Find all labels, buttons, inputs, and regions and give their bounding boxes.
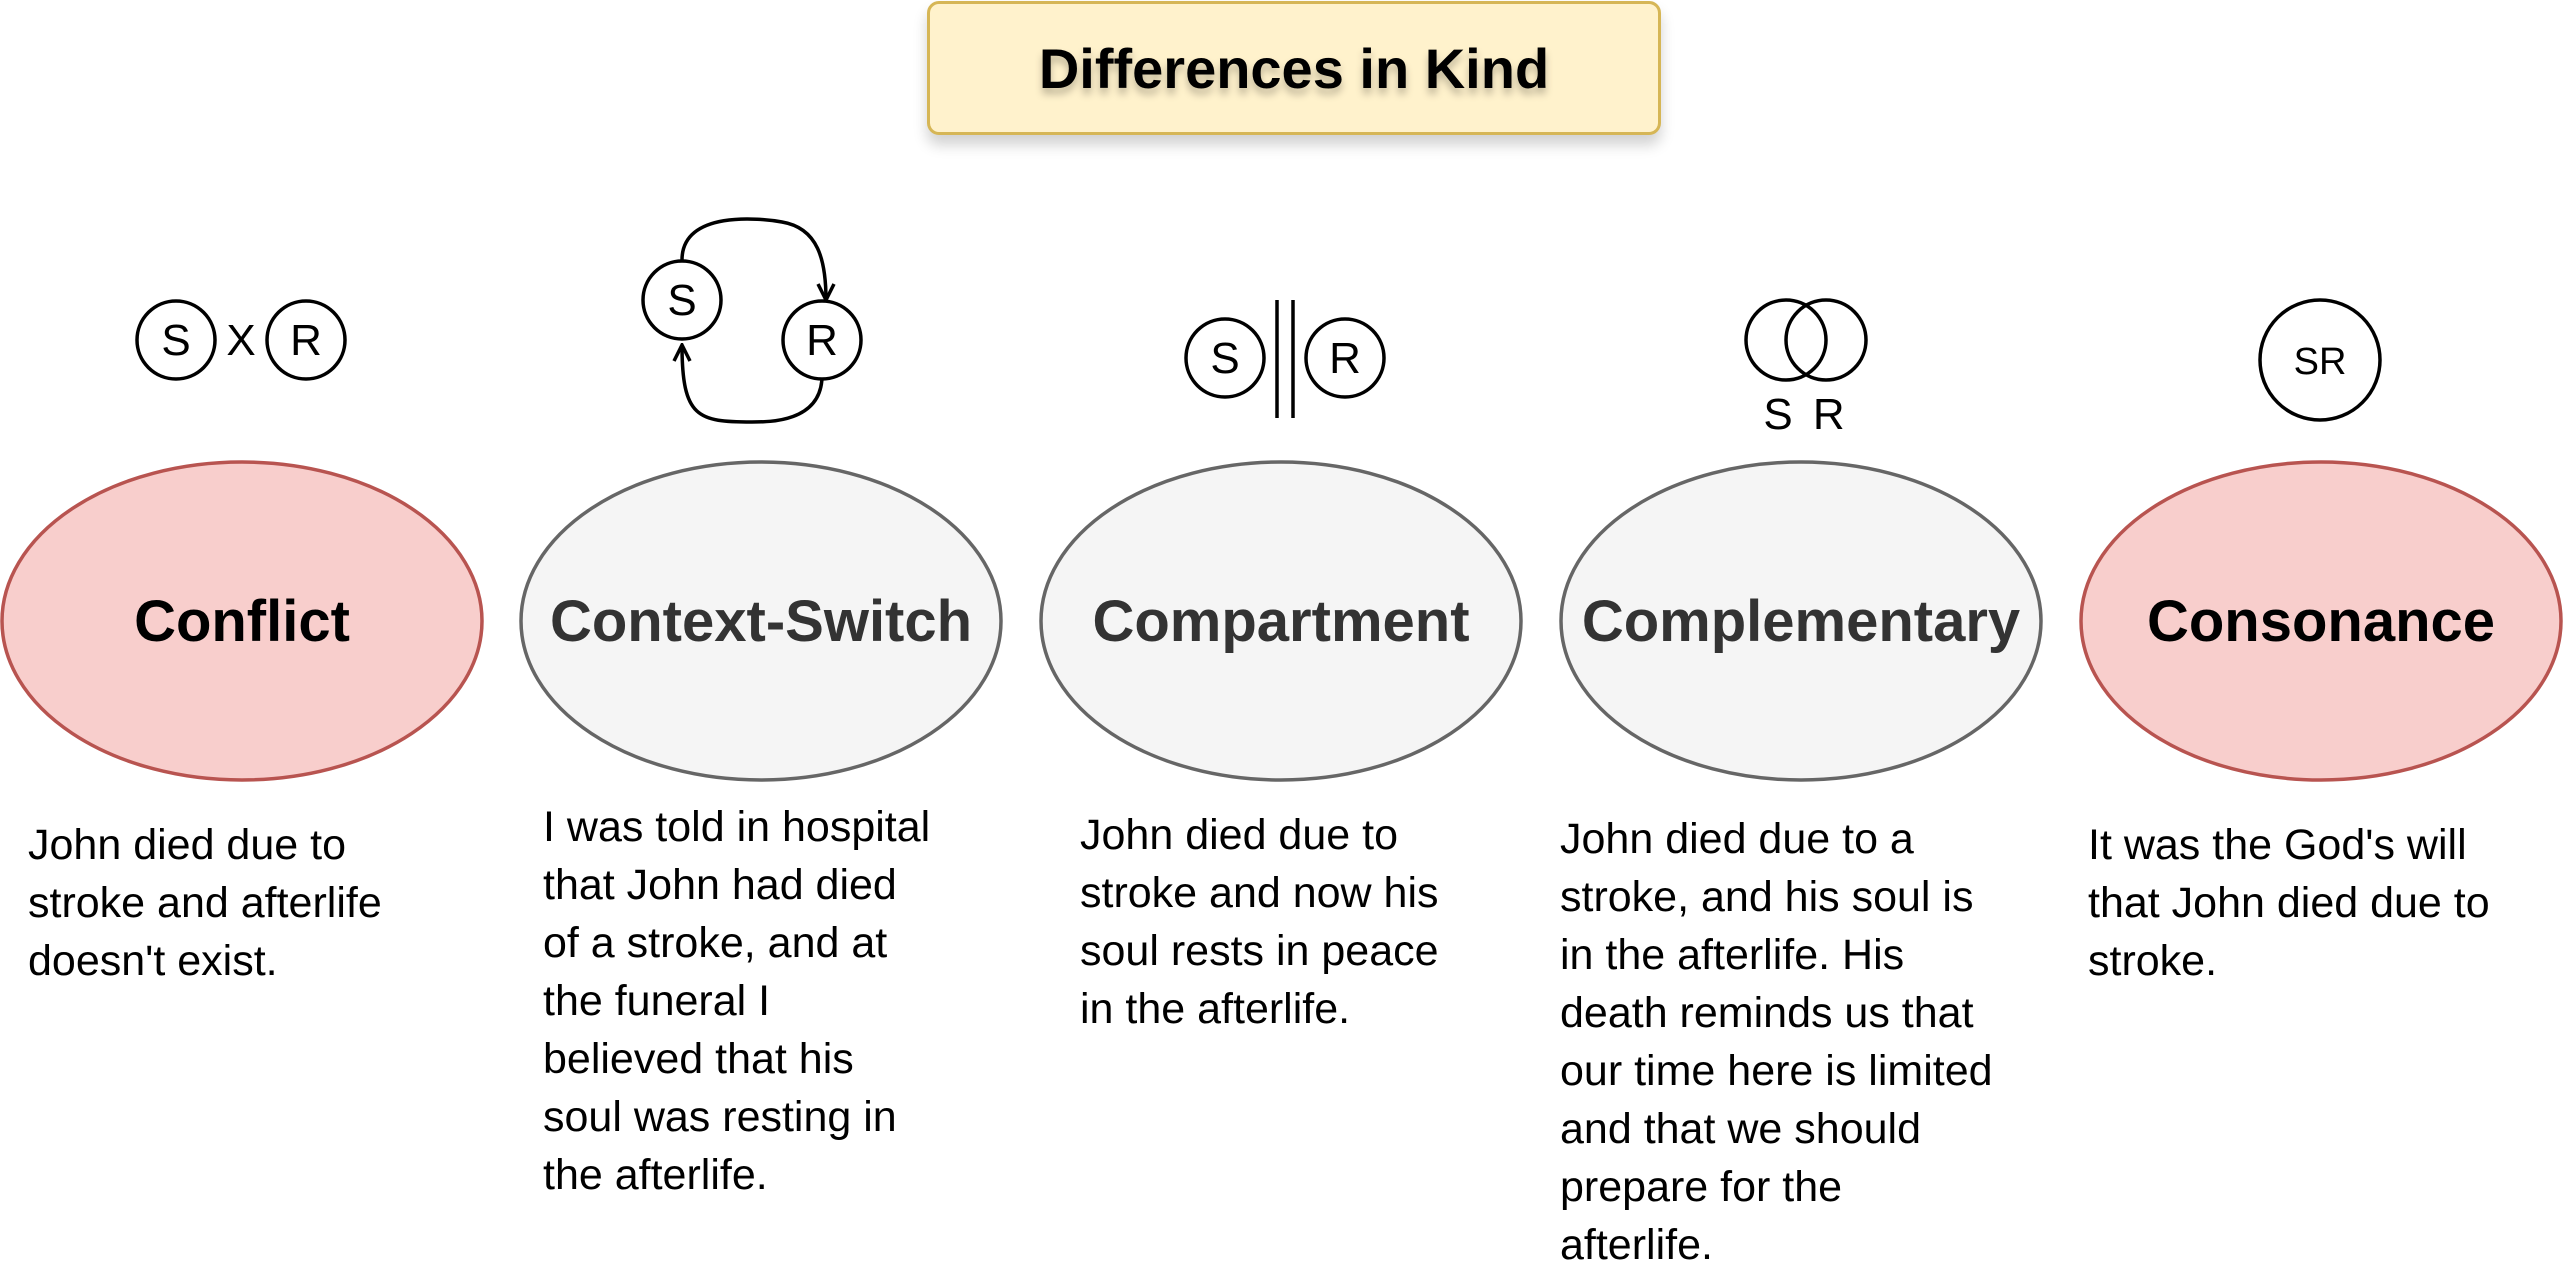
s-circle: [1744, 298, 1828, 382]
conflict-ellipse: [0, 460, 484, 782]
consonance-label: Consonance: [2147, 589, 2495, 654]
compartment-node: Compartment: [1039, 460, 1523, 782]
complementary-symbol: S R: [1744, 298, 1868, 439]
r-circle: [1784, 298, 1868, 382]
consonance-node: Consonance: [2079, 460, 2563, 782]
arrow-s-to-r: [680, 217, 826, 300]
s-label: S: [161, 316, 190, 365]
diagram-title: Differences in Kind: [927, 1, 1661, 135]
conflict-symbol: S X R: [135, 299, 347, 381]
conflict-description: John died due to stroke and afterlife do…: [28, 821, 382, 985]
complementary-node: Complementary: [1559, 460, 2043, 782]
compartment-symbol: S R: [1184, 300, 1386, 418]
r-label: R: [806, 316, 838, 365]
r-label: R: [290, 316, 322, 365]
sr-caption: S R: [1763, 390, 1848, 439]
s-circle: [1184, 317, 1266, 399]
context-switch-node: Context-Switch: [519, 460, 1003, 782]
conflict-node: Conflict: [0, 460, 484, 782]
sr-circle: [2258, 298, 2382, 422]
sr-label: SR: [2294, 341, 2347, 383]
r-circle: [1304, 317, 1386, 399]
s-circle: [135, 299, 217, 381]
consonance-symbol: SR: [2258, 298, 2382, 422]
conflict-label: Conflict: [134, 589, 350, 654]
complementary-ellipse: [1559, 460, 2043, 782]
compartment-description: John died due to stroke and now his soul…: [1080, 811, 1439, 1033]
r-circle: [781, 299, 863, 381]
s-circle: [641, 259, 723, 341]
x-label: X: [226, 316, 255, 365]
context-switch-ellipse: [519, 460, 1003, 782]
arrow-r-to-s: [682, 345, 824, 424]
complementary-label: Complementary: [1582, 589, 2020, 654]
context-switch-description: I was told in hospital that John had die…: [543, 803, 931, 1199]
compartment-label: Compartment: [1092, 589, 1469, 654]
compartment-ellipse: [1039, 460, 1523, 782]
context-switch-symbol: S R: [641, 217, 863, 424]
context-switch-label: Context-Switch: [550, 589, 972, 654]
s-label: S: [667, 276, 696, 325]
complementary-description: John died due to a stroke, and his soul …: [1560, 815, 1993, 1269]
r-label: R: [1329, 334, 1361, 383]
s-label: S: [1210, 334, 1239, 383]
consonance-description: It was the God's will that John died due…: [2088, 821, 2490, 985]
r-circle: [265, 299, 347, 381]
consonance-ellipse: [2079, 460, 2563, 782]
